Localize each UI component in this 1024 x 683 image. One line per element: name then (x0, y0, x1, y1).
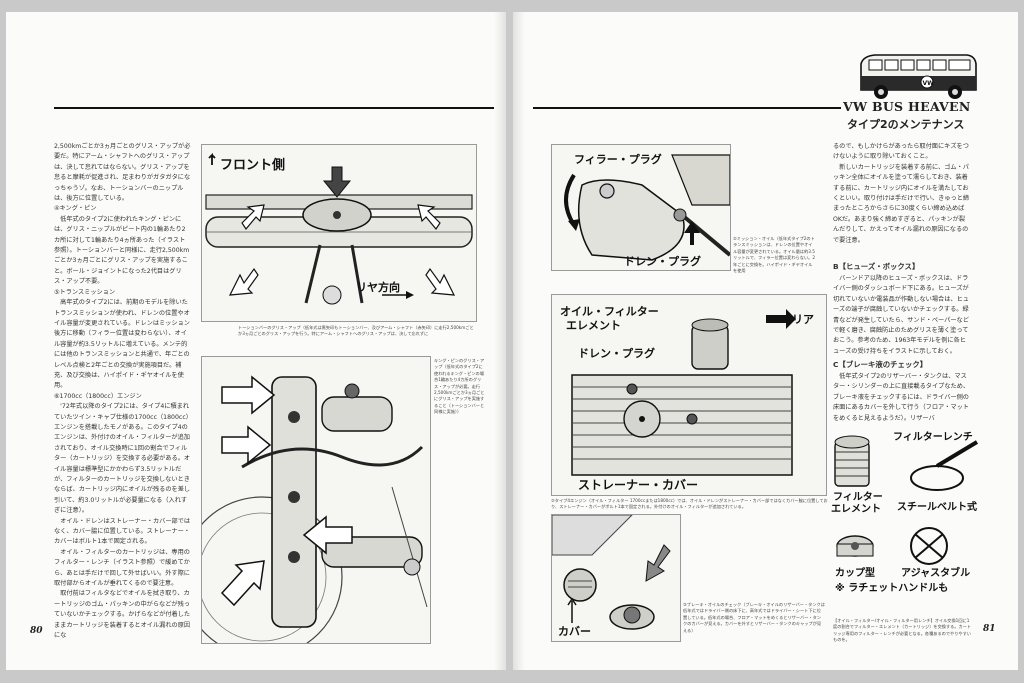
front-axle-drawing: フロント側 リヤ方向 (202, 145, 476, 321)
king-pin-drawing (202, 357, 430, 643)
label-ratchet-handle: ※ ラチェットハンドルも (835, 582, 948, 594)
header-rule (533, 107, 841, 109)
brake-reservoir-illustration: カバー (551, 514, 681, 642)
body-text-right: るので、もしかけらがあったら取付面にキズをつけないように取り除いておくこと。 新… (833, 143, 970, 244)
label-strainer-cover: ストレーナー・カバー (578, 478, 698, 492)
gutter-shadow (513, 12, 525, 670)
label-element-line: エレメント (566, 319, 621, 332)
transmission-illustration: フィラー・プラグ ドレン・プラグ (551, 144, 731, 271)
label-filter-element-tool: フィルター エレメント (831, 491, 886, 515)
gutter-shadow (494, 12, 506, 670)
engine-caption: ②タイプ4エンジン（オイル・フィルター 1700ccまたは1800cc）では、オ… (551, 498, 828, 510)
label-rear-direction: リヤ方向 (356, 280, 400, 294)
label-steel-belt: スチールベルト式 (897, 500, 977, 513)
transmission-drawing: フィラー・プラグ ドレン・プラグ (552, 145, 730, 270)
section-b-title: B【ヒューズ・ボックス】 (833, 262, 920, 271)
transmission-caption: ②ミッション・オイル（低年式タイプ2のトランスミッションは、ドレンの位置やオイル… (733, 236, 815, 274)
label-drain-plug: ドレン・プラグ (624, 254, 701, 268)
section-c-title: C【ブレーキ液のチェック】 (833, 360, 928, 369)
brake-caption: ③ブレーキ・オイルのチェック（ブレーキ・オイルのリザーバー・タンクは低年式ではド… (683, 602, 825, 633)
brand-title: VW BUS HEAVEN (843, 99, 971, 114)
body-text: 2,500kmごとか3ヵ月ごとのグリス・アップが必要だ。特にアーム・シャフトへの… (54, 143, 191, 640)
section-b-text: バーンドア以降のヒューズ・ボックスは、ドライバー側のダッシュボード下にある。ヒュ… (833, 275, 969, 354)
right-page: VW VW BUS HEAVEN タイプ2のメンテナンス フィラー・プラグ ドレ… (513, 12, 1018, 670)
label-oil-filter-element: オイル・フィルター エレメント (560, 305, 663, 332)
label-filter-element-line2: エレメント (831, 503, 881, 515)
label-filter-line: オイル・フィルター (560, 305, 659, 318)
page-number-right: 81 (983, 624, 996, 634)
header-rule (54, 107, 494, 109)
left-page: 2,500kmごとか3ヵ月ごとのグリス・アップが必要だ。特にアーム・シャフトへの… (6, 12, 506, 670)
svg-text:VW: VW (923, 80, 935, 87)
label-filter-element-line1: フィルター (833, 491, 883, 503)
label-drain-plug-engine: ドレン・プラグ (578, 346, 655, 360)
label-cup-type: カップ型 (835, 566, 875, 579)
front-axle-illustration: フロント側 リヤ方向 (201, 144, 477, 322)
label-filter-wrench: フィルターレンチ (893, 431, 973, 443)
king-pin-illustration (201, 356, 431, 644)
label-cover: カバー (558, 625, 591, 638)
label-front-side: フロント側 (220, 157, 285, 173)
label-adjustable: アジャスタブル (901, 566, 970, 579)
vw-bus-logo: VW (860, 54, 977, 99)
engine-illustration: オイル・フィルター エレメント リア ドレン・プラグ ストレーナー・カバー (551, 294, 827, 496)
brake-reservoir-drawing: カバー (552, 515, 680, 641)
king-pin-side-caption: キング・ピンのグリス・アップ（低年式のタイプ2に使われるキング・ピンの場合1輪あ… (434, 358, 485, 415)
label-rear: リア (792, 313, 814, 326)
page-number: 80 (30, 626, 43, 636)
front-axle-caption: トーションバーのグリス・アップ（低年式は黒矢印もトーションバー、及びアーム・シャ… (238, 325, 474, 337)
engine-drawing: オイル・フィルター エレメント リア ドレン・プラグ ストレーナー・カバー (552, 295, 826, 495)
section-subtitle: タイプ2のメンテナンス (847, 118, 965, 131)
label-filler-plug: フィラー・プラグ (574, 152, 662, 166)
section-c-text: 低年式タイプ2のリザーバー・タンクは、マスター・シリンダーの上に直接載るタイプな… (833, 373, 970, 422)
filter-tools-caption: 【オイル・フィルター/オイル・フィルター用レンチ】オイル交換1回に1度の割合でフ… (833, 618, 972, 643)
filter-tools-illustration: フィルターレンチ フィルター エレメント スチールベルト式 カップ型 アジャスタ… (831, 431, 979, 594)
